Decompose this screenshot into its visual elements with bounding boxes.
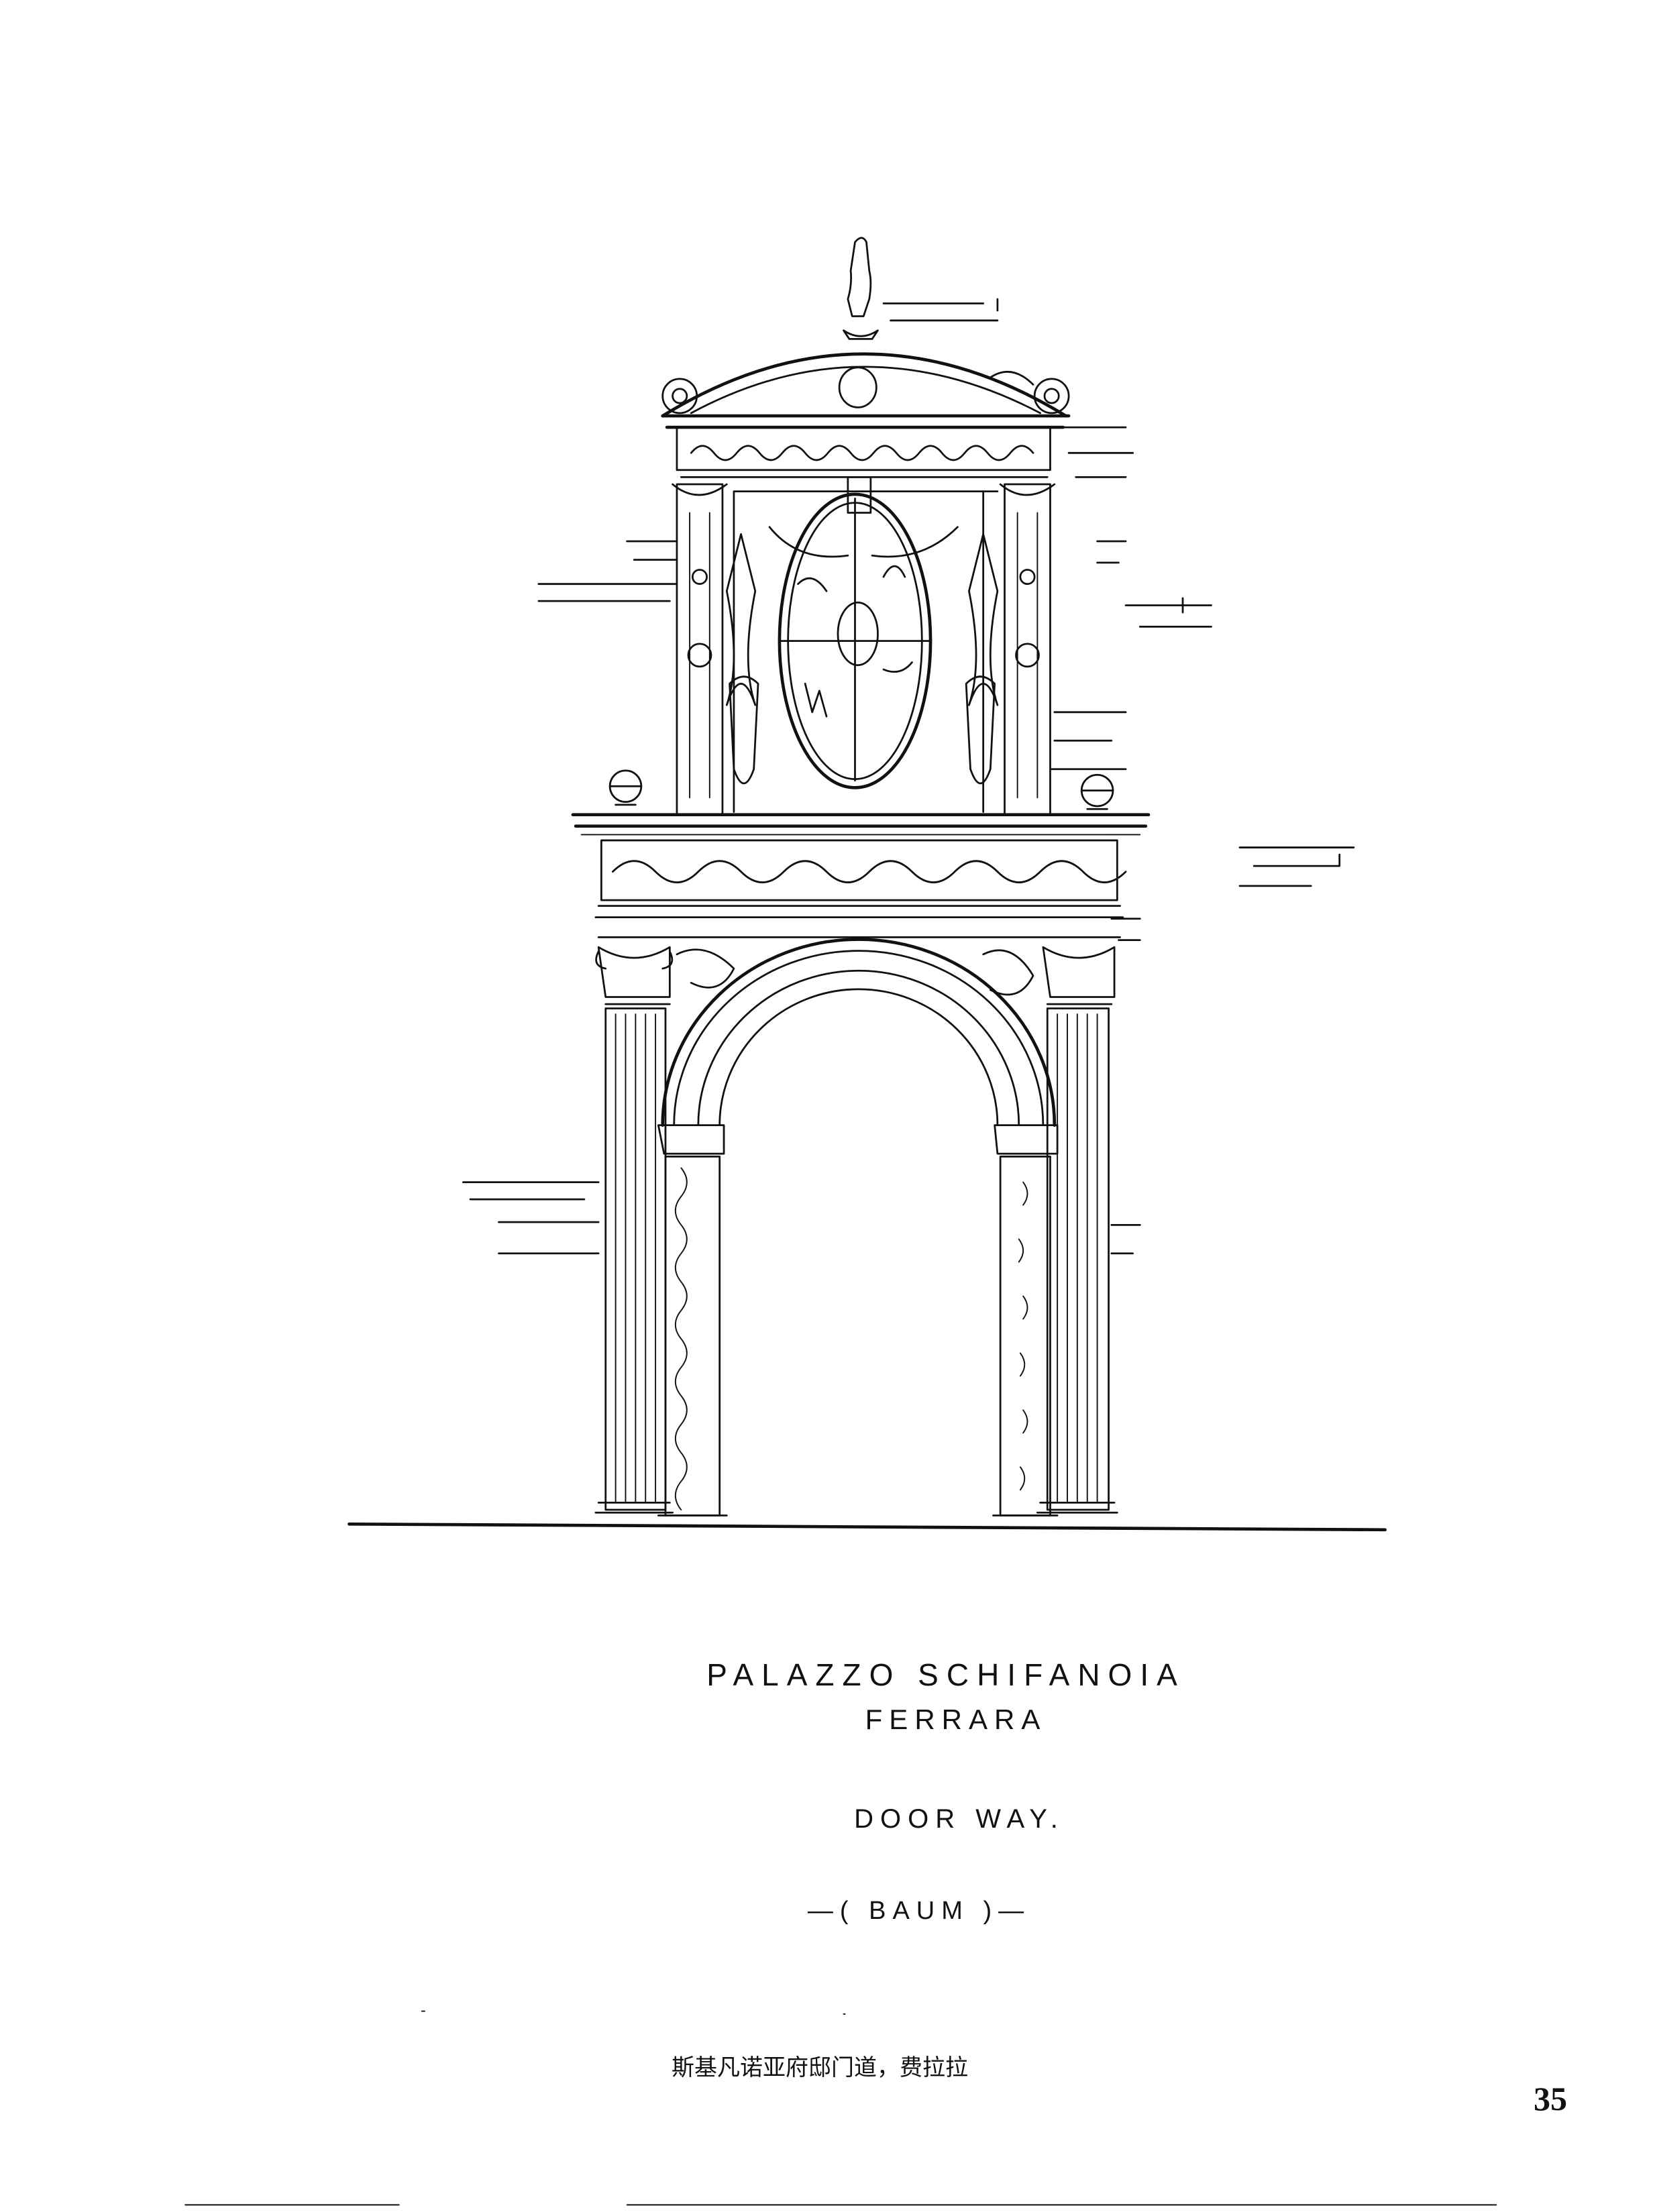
handwritten-subtitle: DOOR WAY. [854,1804,1065,1834]
coat-of-arms-shield [778,492,932,789]
handwritten-signature: —( BAUM )— [807,1897,1031,1925]
left-inner-pilaster [657,1124,728,1516]
brick-lines [462,298,1355,1255]
figure-caption: 斯基凡诺亚府邸门道，费拉拉 [672,2054,968,2081]
left-column [594,1007,674,1514]
handwritten-title-city: FERRARA [865,1704,1047,1735]
handwritten-title-building: PALAZZO SCHIFANOIA [706,1657,1185,1692]
rooftop-statue [843,237,879,340]
right-inner-pilaster [992,1124,1059,1516]
pediment [661,352,1071,429]
arch [661,938,1057,1127]
ground-line [348,1522,1387,1532]
spandrel-ornament [676,948,1034,996]
finial-balls [608,769,1114,810]
upper-frieze [676,426,1051,478]
entablature [571,813,1151,938]
column-capitals [595,946,1116,1005]
page-number: 35 [1534,2080,1567,2117]
upper-aedicule [672,476,1056,816]
